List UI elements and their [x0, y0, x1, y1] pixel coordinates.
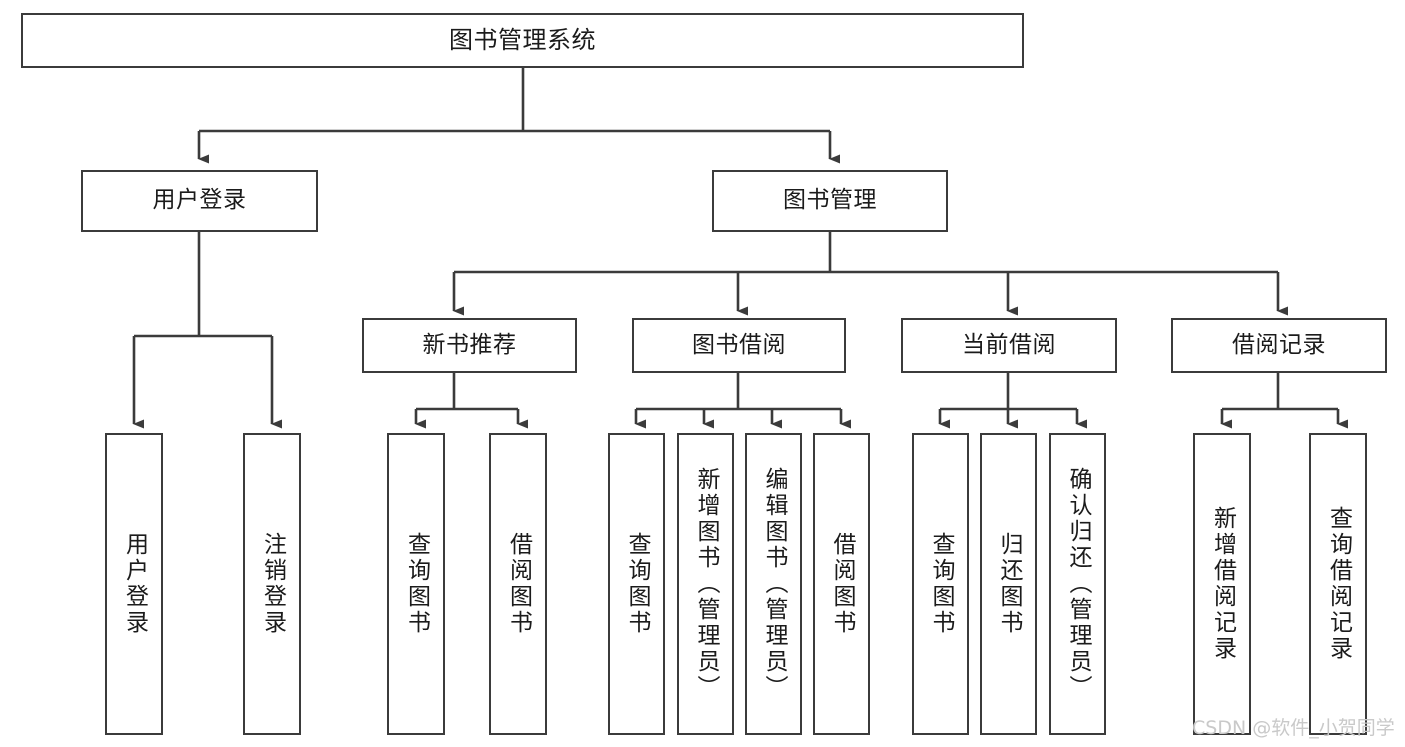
leaf-current-return-book[interactable]: 归还图书 [980, 433, 1037, 735]
node-user-login[interactable]: 用户登录 [81, 170, 318, 232]
node-label: 图书管理 [783, 187, 877, 214]
node-label: 当前借阅 [962, 331, 1056, 358]
leaf-current-query-book[interactable]: 查询图书 [912, 433, 969, 735]
node-label: 查询图书 [928, 532, 954, 636]
node-label: 注销登录 [259, 532, 286, 636]
node-label: 新增借阅记录 [1209, 506, 1236, 662]
leaf-user-login-logout[interactable]: 注销登录 [243, 433, 301, 735]
node-label: 借阅图书 [505, 532, 532, 636]
node-root-book-management-system[interactable]: 图书管理系统 [21, 13, 1024, 68]
node-label: 查询图书 [403, 532, 430, 636]
node-label: 图书借阅 [692, 331, 786, 358]
node-label: 归还图书 [996, 532, 1022, 636]
node-label: 编辑图书（管理员） [761, 467, 787, 701]
leaf-borrow-edit-book-admin[interactable]: 编辑图书（管理员） [745, 433, 802, 735]
csdn-watermark: CSDN @软件_小贺同学 [1192, 717, 1395, 739]
leaf-user-login-login[interactable]: 用户登录 [105, 433, 163, 735]
node-label: 新增图书（管理员） [693, 467, 719, 701]
node-label: 图书管理系统 [449, 26, 596, 55]
node-label: 查询图书 [624, 532, 650, 636]
node-label: 新书推荐 [422, 331, 517, 358]
leaf-new-book-borrow[interactable]: 借阅图书 [489, 433, 547, 735]
node-book-management[interactable]: 图书管理 [712, 170, 948, 232]
leaf-borrow-query-book[interactable]: 查询图书 [608, 433, 665, 735]
node-label: 查询借阅记录 [1325, 506, 1352, 662]
leaf-record-query-record[interactable]: 查询借阅记录 [1309, 433, 1367, 735]
node-book-borrow[interactable]: 图书借阅 [632, 318, 846, 373]
leaf-current-confirm-return-admin[interactable]: 确认归还（管理员） [1049, 433, 1106, 735]
node-label: 借阅记录 [1232, 331, 1326, 358]
node-label: 借阅图书 [829, 532, 855, 636]
leaf-borrow-borrow-book[interactable]: 借阅图书 [813, 433, 870, 735]
node-label: 用户登录 [152, 187, 247, 214]
node-current-borrow[interactable]: 当前借阅 [901, 318, 1117, 373]
node-new-book-recommend[interactable]: 新书推荐 [362, 318, 577, 373]
leaf-new-book-query[interactable]: 查询图书 [387, 433, 445, 735]
node-label: 用户登录 [121, 532, 148, 636]
leaf-borrow-add-book-admin[interactable]: 新增图书（管理员） [677, 433, 734, 735]
node-borrow-record[interactable]: 借阅记录 [1171, 318, 1387, 373]
node-label: 确认归还（管理员） [1065, 467, 1091, 701]
leaf-record-add-record[interactable]: 新增借阅记录 [1193, 433, 1251, 735]
